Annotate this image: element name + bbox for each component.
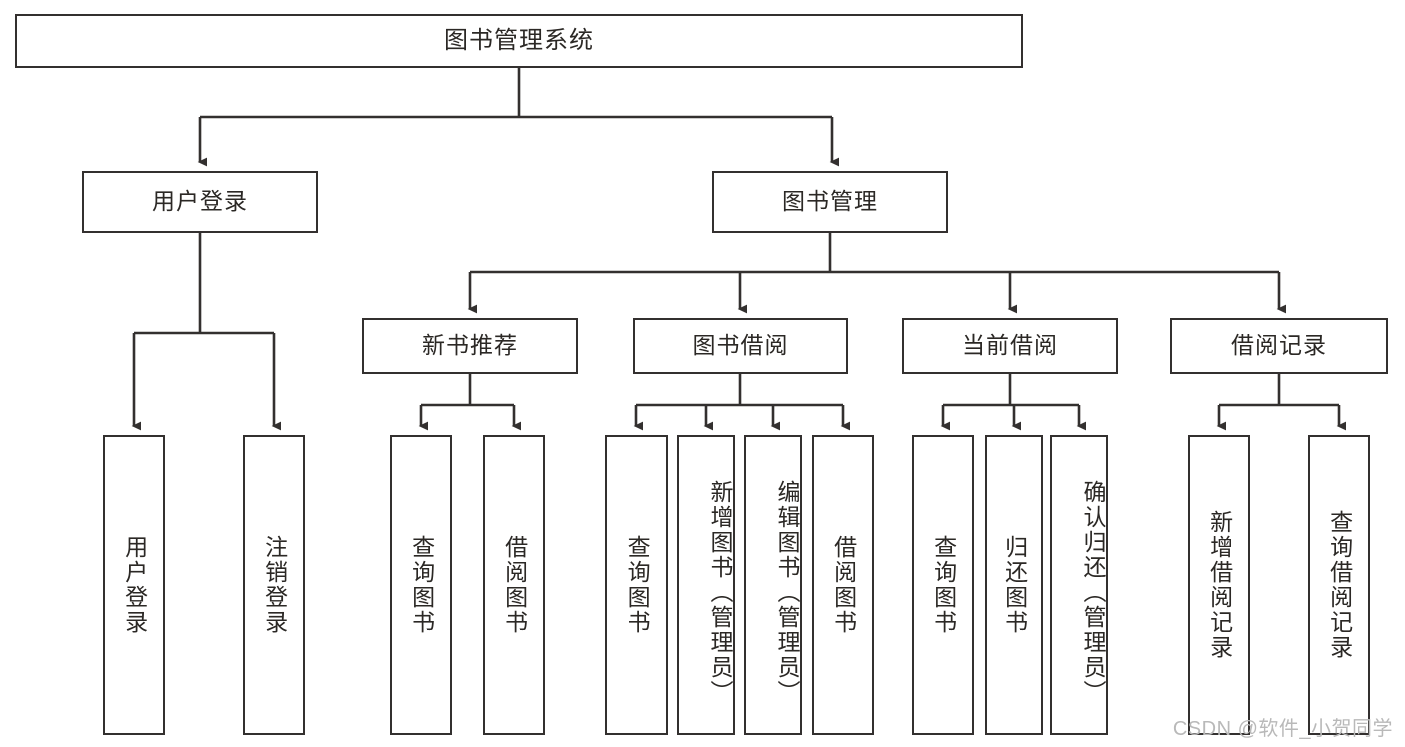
leaf-add-borrow-record[interactable]: 新增借阅记录: [1188, 435, 1250, 735]
leaf-query-borrow-record[interactable]: 查询借阅记录: [1308, 435, 1370, 735]
node-book-borrow[interactable]: 图书借阅: [633, 318, 848, 374]
leaf-add-book-admin[interactable]: 新增图书（管理员）: [677, 435, 735, 735]
node-user-login[interactable]: 用户登录: [82, 171, 318, 233]
leaf-query-books-borrow[interactable]: 查询图书: [605, 435, 668, 735]
leaf-user-login[interactable]: 用户登录: [103, 435, 165, 735]
leaf-confirm-return-admin[interactable]: 确认归还（管理员）: [1050, 435, 1108, 735]
leaf-query-books-recommend[interactable]: 查询图书: [390, 435, 452, 735]
leaf-query-books-current[interactable]: 查询图书: [912, 435, 974, 735]
leaf-borrow-books-recommend[interactable]: 借阅图书: [483, 435, 545, 735]
leaf-user-logout[interactable]: 注销登录: [243, 435, 305, 735]
node-current-borrow[interactable]: 当前借阅: [902, 318, 1118, 374]
leaf-return-books[interactable]: 归还图书: [985, 435, 1043, 735]
node-borrow-records[interactable]: 借阅记录: [1170, 318, 1388, 374]
leaf-edit-book-admin[interactable]: 编辑图书（管理员）: [744, 435, 802, 735]
leaf-borrow-books[interactable]: 借阅图书: [812, 435, 874, 735]
node-new-book-recommend[interactable]: 新书推荐: [362, 318, 578, 374]
node-root[interactable]: 图书管理系统: [15, 14, 1023, 68]
node-book-management[interactable]: 图书管理: [712, 171, 948, 233]
watermark-text: CSDN @软件_小贺同学: [1172, 718, 1393, 740]
